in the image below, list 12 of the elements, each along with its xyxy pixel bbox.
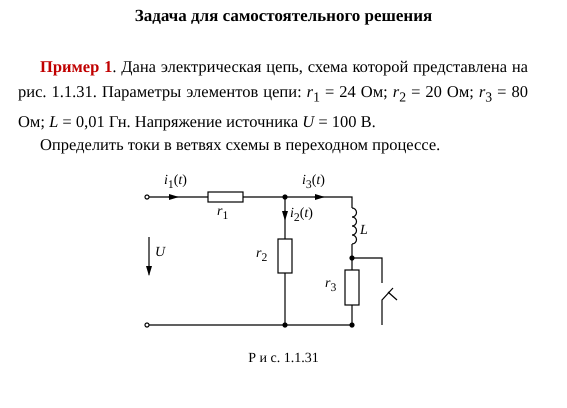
current-label: i$_{3}$(t) — [302, 173, 325, 191]
current-label: i$_{2}$(t) — [290, 206, 313, 224]
component-label: L — [360, 223, 368, 239]
component-label: r$_{2}$ — [256, 246, 268, 264]
paragraph: Определить токи в ветвях схемы в переходном процессе. — [40, 135, 440, 155]
current-label: i$_{1}$(t) — [164, 173, 187, 191]
title: Задача для самостоятельного решения — [134, 6, 434, 26]
paragraph: Пример 1. Дана электрическая цепь, схема которой представлена на рис. 1.1.31. Параметры элементов цепи: r$_{1}$ = 24 Ом; r$_{2}$ = 20 Ом; r$_{3}$ = 80 Ом; L = 0,01 Гн. Напряжение источника U = 100 В. — [18, 56, 528, 134]
component-label: r$_{1}$ — [217, 204, 228, 222]
component-label: r$_{3}$ — [325, 276, 336, 294]
caption: Р и с. 1.1.31 — [247, 351, 320, 367]
voltage-label: U — [155, 245, 166, 261]
